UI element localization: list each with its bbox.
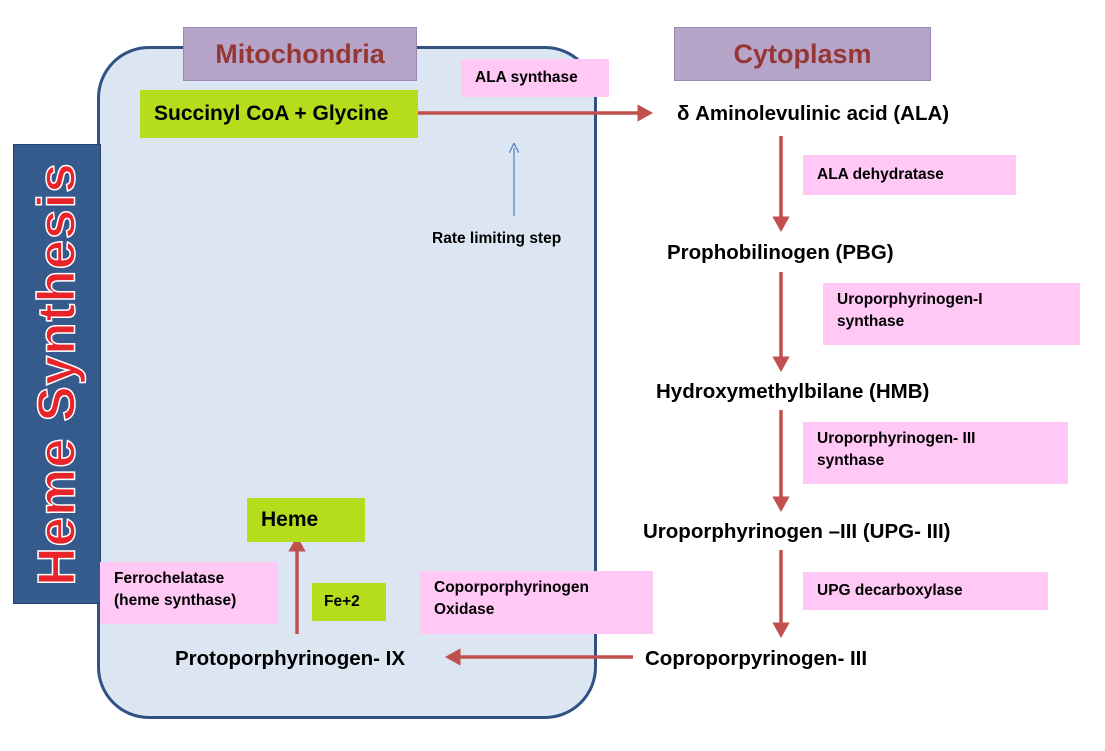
side-title-banner: Heme Synthesis: [13, 144, 101, 604]
uro1-line2: synthase: [837, 313, 905, 331]
succinyl-coa-glycine-box: Succinyl CoA + Glycine: [140, 90, 418, 138]
ala-label: δ Aminolevulinic acid (ALA): [677, 102, 950, 125]
rate-limiting-step-note: Rate limiting step: [432, 230, 562, 247]
ala-dehydratase-label: ALA dehydratase: [817, 165, 944, 183]
coproporphyrinogen-oxidase-enzyme: Coporporphyrinogen Oxidase: [420, 571, 653, 634]
ala-synthase-label: ALA synthase: [475, 68, 578, 86]
ala-synthase-enzyme: ALA synthase: [461, 59, 609, 97]
coproporphyrinogen-label: Coproporpyrinogen- III: [645, 647, 868, 670]
uroporphyrinogen-i-synthase-enzyme: Uroporphyrinogen-I synthase: [823, 283, 1080, 345]
cytoplasm-header: Cytoplasm: [674, 27, 931, 81]
uro3-line1: Uroporphyrinogen- III: [817, 430, 976, 447]
upg-label: Uroporphyrinogen –III (UPG- III): [643, 520, 951, 543]
copro-oxidase-line1: Coporporphyrinogen: [434, 579, 589, 596]
mitochondria-header: Mitochondria: [183, 27, 417, 81]
upg-decarboxylase-label: UPG decarboxylase: [817, 581, 963, 599]
pbg-label: Prophobilinogen (PBG): [667, 241, 894, 264]
protoporphyrinogen-label: Protoporphyrinogen- IX: [175, 647, 406, 670]
ferro-line1: Ferrochelatase: [114, 570, 225, 587]
ferrochelatase-enzyme: Ferrochelatase (heme synthase): [100, 562, 278, 624]
uroporphyrinogen-iii-synthase-enzyme: Uroporphyrinogen- III synthase: [803, 422, 1068, 484]
upg-decarboxylase-enzyme: UPG decarboxylase: [803, 572, 1048, 610]
ferro-line2: (heme synthase): [114, 592, 237, 610]
uro3-line2: synthase: [817, 452, 885, 470]
copro-oxidase-line2: Oxidase: [434, 601, 495, 619]
iron-box: Fe+2: [312, 583, 386, 621]
ala-dehydratase-enzyme: ALA dehydratase: [803, 155, 1016, 195]
hmb-label: Hydroxymethylbilane (HMB): [656, 380, 930, 403]
uro1-line1: Uroporphyrinogen-I: [837, 291, 983, 308]
heme-box: Heme: [247, 498, 365, 542]
